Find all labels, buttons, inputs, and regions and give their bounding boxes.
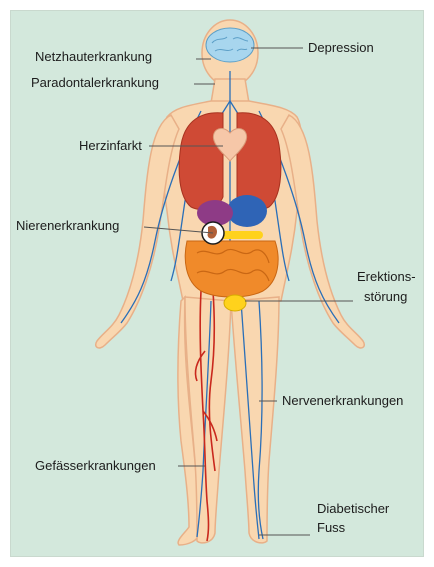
illustration-frame: Netzhauterkrankung Paradontalerkrankung … [10,10,424,557]
label-diabetischer-fuss-line1: Diabetischer [317,501,390,516]
label-erektionsstoerung-line1: Erektions- [357,269,416,284]
label-nervenerkrankungen: Nervenerkrankungen [282,393,403,408]
label-netzhauterkrankung: Netzhauterkrankung [35,49,152,64]
label-gefaesserkrankungen: Gefässerkrankungen [35,458,156,473]
label-herzinfarkt: Herzinfarkt [79,138,142,153]
label-diabetischer-fuss-line2: Fuss [317,520,346,535]
label-nierenerkrankung: Nierenerkrankung [16,218,119,233]
label-depression: Depression [308,40,374,55]
bladder-icon [224,295,246,311]
intestines [185,241,278,297]
brain-icon [206,28,254,62]
label-paradontalerkrankung: Paradontalerkrankung [31,75,159,90]
body-diagram: Netzhauterkrankung Paradontalerkrankung … [11,11,423,556]
label-erektionsstoerung-line2: störung [364,289,407,304]
